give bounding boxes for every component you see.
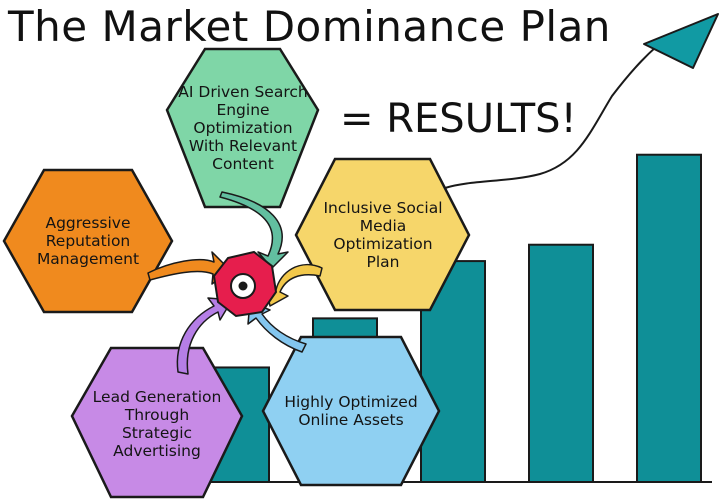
hex-assets-label: Highly Optimized Online Assets (284, 393, 418, 429)
hex-social (294, 157, 471, 312)
growth-bar-5 (636, 153, 702, 484)
hex-reputation (2, 168, 174, 314)
swoosh-seo-arrow (219, 191, 289, 269)
hex-assets (261, 335, 441, 487)
hex-lead (70, 346, 244, 499)
hex-lead-label: Lead Generation Through Strategic Advert… (92, 388, 222, 460)
swoosh-social-arrow (265, 263, 323, 307)
hub-pupil-icon (238, 281, 248, 291)
hex-reputation-label: Aggressive Reputation Management (36, 214, 140, 268)
hex-social-label: Inclusive Social Media Optimization Plan (323, 199, 443, 271)
hex-seo-label: AI Driven Search Engine Optimization Wit… (178, 83, 308, 173)
growth-bar-4 (528, 243, 594, 483)
page-title: The Market Dominance Plan (8, 2, 611, 51)
growth-arrowhead-icon (643, 13, 719, 69)
hex-seo (165, 47, 320, 209)
results-label: = RESULTS! (340, 96, 577, 142)
growth-arrow-line (444, 33, 673, 189)
